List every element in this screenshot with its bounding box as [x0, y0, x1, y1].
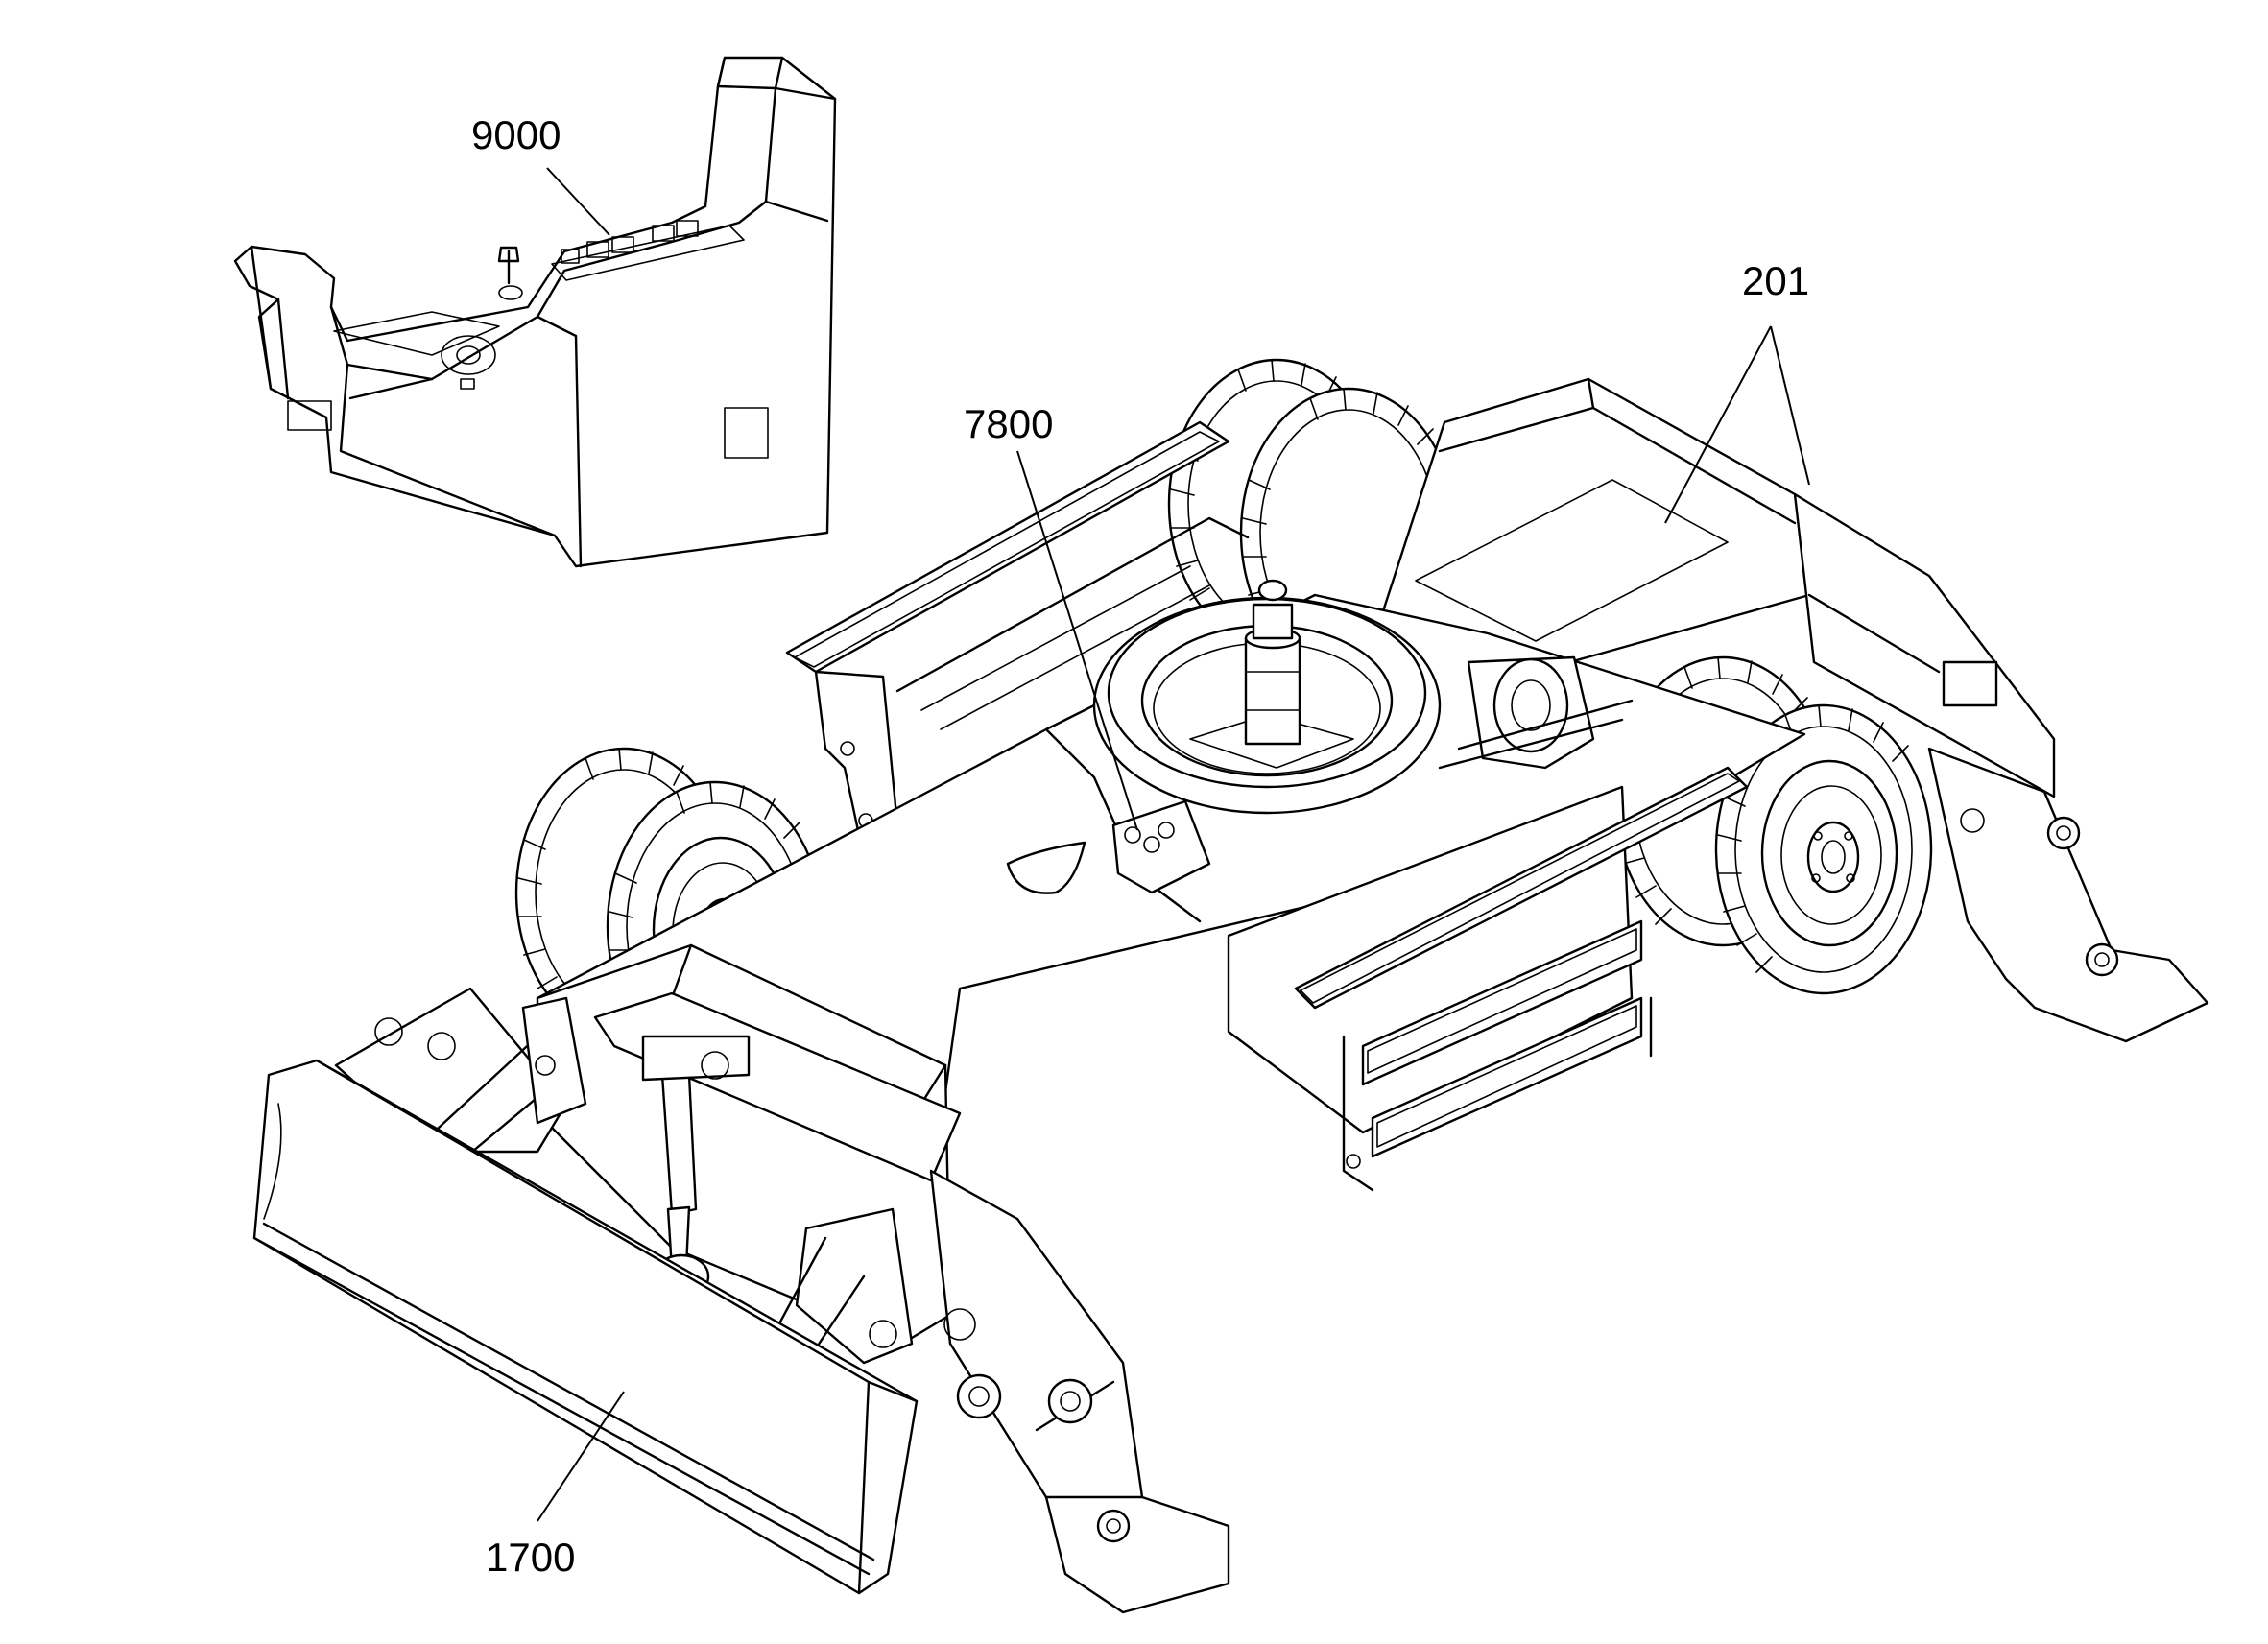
leader-201-a	[1664, 325, 1772, 524]
callout-201: 201	[1742, 258, 1809, 303]
operator-console	[233, 56, 837, 568]
rotary-joint	[1244, 579, 1301, 746]
leader-9000	[546, 167, 610, 236]
callout-1700: 1700	[486, 1535, 575, 1580]
dozer-blade	[252, 1059, 919, 1595]
callout-7800: 7800	[964, 401, 1053, 446]
undercarriage-frame	[334, 358, 2209, 1614]
leader-7800	[1016, 450, 1138, 831]
leader-201-b	[1770, 325, 1810, 486]
leader-1700	[537, 1391, 625, 1522]
callout-9000: 9000	[471, 112, 561, 157]
